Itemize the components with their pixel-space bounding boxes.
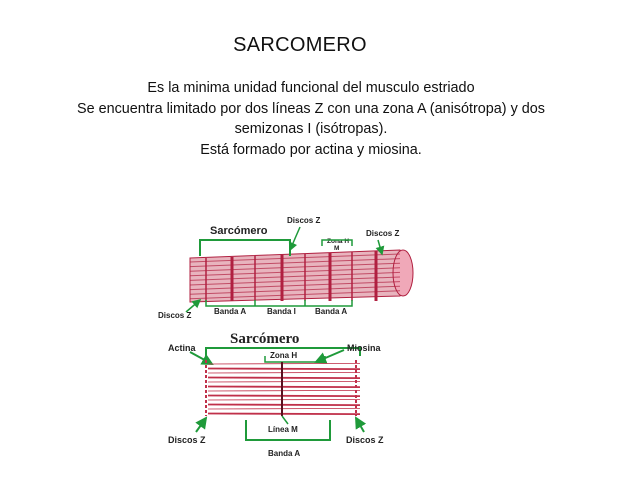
- label-m-top: M: [334, 245, 339, 252]
- muscle-fiber-illustration: [189, 249, 414, 303]
- label-banda-i: Banda I: [267, 307, 296, 316]
- label-discos-z-left-top: Discos Z: [158, 311, 191, 320]
- label-banda-a-left: Banda A: [214, 307, 246, 316]
- description-line-3: semizonas I (isótropas).: [234, 121, 388, 137]
- label-discos-z-left-bottom: Discos Z: [168, 435, 206, 445]
- description-line-1: Es la minima unidad funcional del muscul…: [147, 80, 475, 96]
- label-banda-a-bottom: Banda A: [268, 449, 300, 458]
- filament-illustration: [205, 360, 361, 416]
- label-linea-m: Línea M: [268, 425, 298, 434]
- description-line-4: Está formado por actina y miosina.: [200, 141, 422, 158]
- label-actina: Actina: [168, 343, 197, 353]
- label-zona-h-bottom: Zona H: [270, 351, 297, 360]
- description-line-2: Se encuentra limitado por dos líneas Z c…: [77, 100, 545, 117]
- label-discos-z-right-top: Discos Z: [366, 229, 399, 238]
- slide-description: Es la minima unidad funcional del muscul…: [0, 78, 622, 160]
- label-banda-a-right: Banda A: [315, 307, 347, 316]
- sarcomero-bracket: [199, 239, 291, 256]
- label-discos-z-right-bottom: Discos Z: [346, 435, 384, 445]
- slide-title: SARCOMERO: [233, 34, 367, 56]
- label-sarcomero-top: Sarcómero: [210, 225, 268, 237]
- sarcomero-bracket-bottom: [205, 347, 361, 356]
- label-sarcomero-bottom: Sarcómero: [230, 331, 299, 347]
- top-labels: Sarcómero Discos Z Zona H M Discos Z Dis…: [158, 216, 399, 320]
- label-discos-z-top: Discos Z: [287, 216, 320, 225]
- label-zona-h-top: Zona H: [327, 238, 349, 245]
- label-miosina: Miosina: [347, 343, 381, 353]
